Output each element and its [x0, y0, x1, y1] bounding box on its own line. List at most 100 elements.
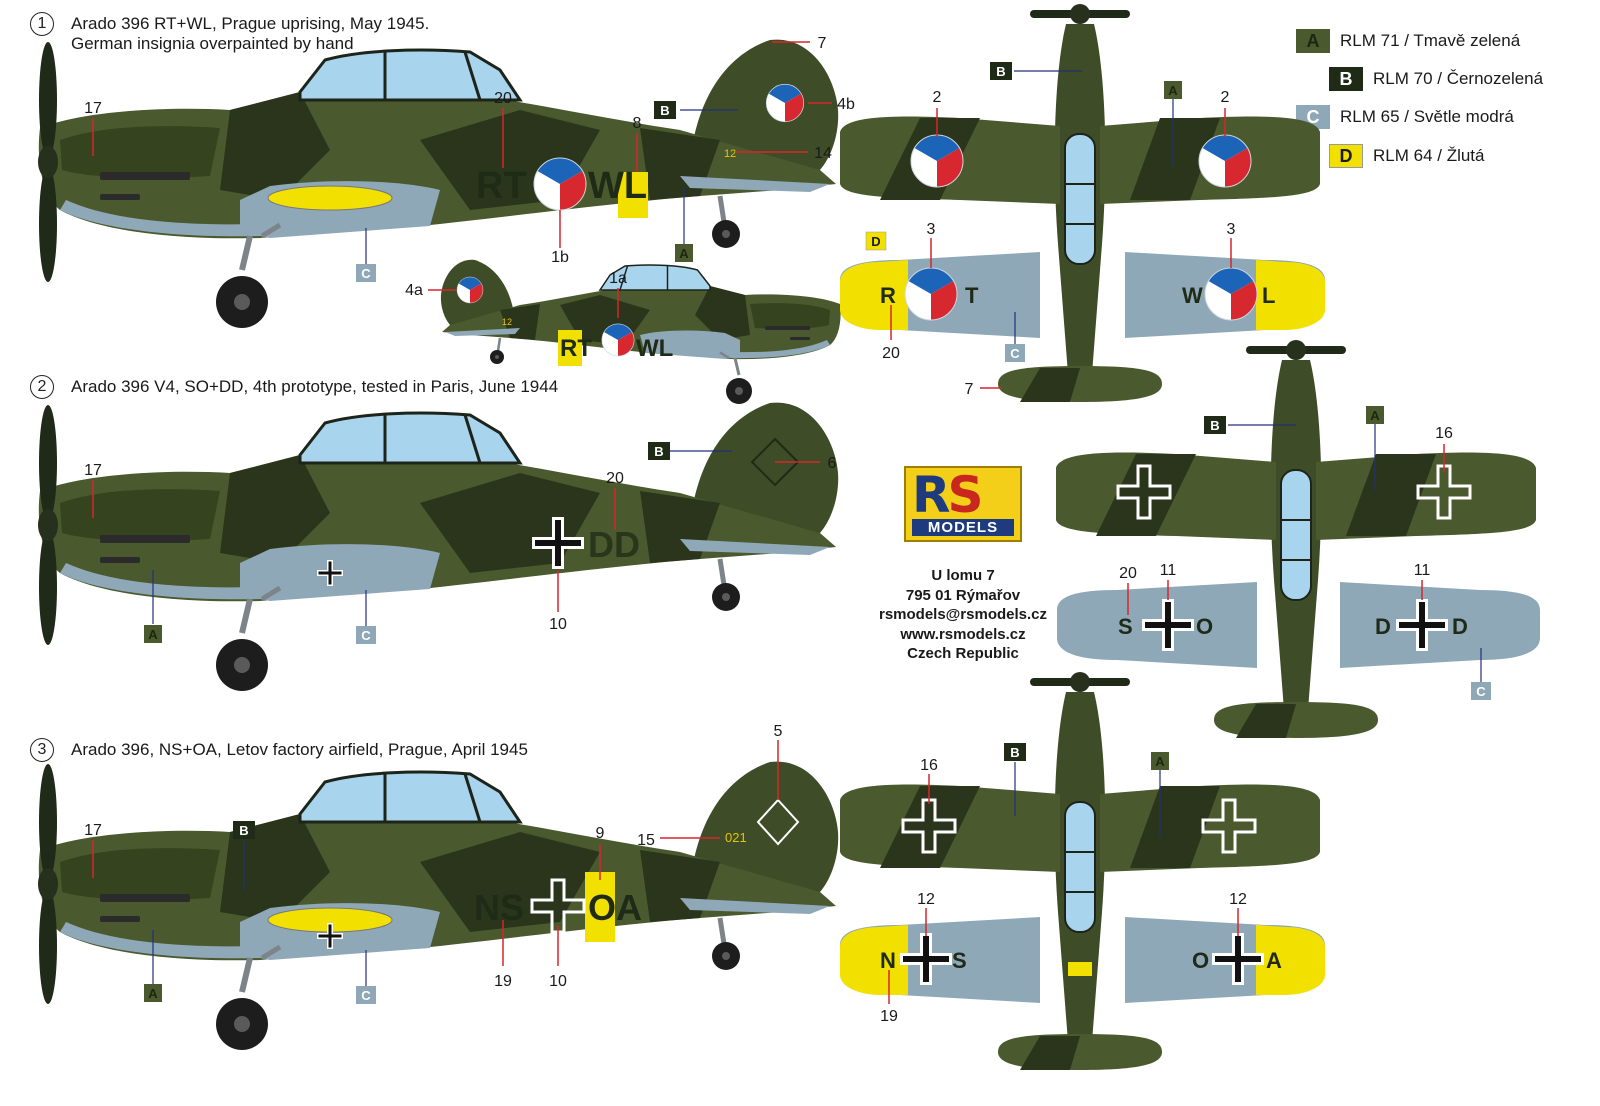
under-code-s2: S: [952, 948, 967, 973]
code-oa: OA: [588, 887, 642, 928]
legend-a-label: RLM 71 / Tmavě zelená: [1340, 31, 1521, 50]
box-c-2: C: [1010, 346, 1020, 361]
callout-3-b: 3: [1227, 221, 1236, 238]
callout-5: 5: [774, 723, 783, 740]
under-code-o: O: [1196, 614, 1213, 639]
under-code-n: N: [880, 948, 896, 973]
callout-12-b: 12: [1229, 891, 1247, 908]
address-web: www.rsmodels.cz: [900, 625, 1026, 643]
box-a-3: A: [148, 627, 158, 642]
under-code-a: A: [1266, 948, 1282, 973]
code-wl: WL: [588, 165, 647, 207]
callout-16-a: 16: [1435, 425, 1453, 442]
box-c-1: C: [361, 266, 371, 281]
callout-15: 15: [637, 832, 655, 849]
under-code-r: R: [880, 283, 896, 308]
callout-numbers: 17 20 8 7 4b 14 1b 4a 1a 2 2 3 3 20 7 17…: [84, 35, 1453, 1025]
box-d-1: D: [871, 234, 880, 249]
scheme-3-title: Arado 396, NS+OA, Letov factory airfield…: [71, 740, 528, 759]
legend-b-label: RLM 70 / Černozelená: [1373, 69, 1544, 88]
callout-4a: 4a: [405, 282, 423, 299]
callout-2-b: 2: [1221, 89, 1230, 106]
code-so: SO: [476, 524, 528, 565]
box-a-1: A: [679, 246, 689, 261]
legend-d-label: RLM 64 / Žlutá: [1373, 146, 1485, 165]
scheme-2-side-view: SO DD: [38, 403, 838, 691]
box-c-4: C: [1476, 684, 1486, 699]
scheme-1-top-view: [839, 3, 1321, 403]
callout-16-b: 16: [920, 757, 938, 774]
callout-12-a: 12: [917, 891, 935, 908]
callout-7-b: 7: [965, 381, 974, 398]
address-city: 795 01 Rýmařov: [905, 586, 1021, 604]
under-code-t: T: [965, 283, 979, 308]
rs-models-logo: RS MODELS: [904, 466, 1022, 542]
callout-14: 14: [814, 145, 832, 162]
under-code-o2: O: [1192, 948, 1209, 973]
inset-tail-12: 12: [502, 317, 512, 327]
legend-b-swatch: B: [1329, 67, 1363, 91]
callout-10-b: 10: [549, 973, 567, 990]
callout-17-c: 17: [84, 822, 102, 839]
code-dd: DD: [588, 524, 640, 565]
callout-19-a: 19: [494, 973, 512, 990]
scheme-1-underside: R T W L: [840, 252, 1325, 338]
box-b-4: B: [1210, 418, 1219, 433]
address-email: rsmodels@rsmodels.cz: [878, 606, 1048, 623]
under-code-s: S: [1118, 614, 1133, 639]
box-b-5: B: [239, 823, 248, 838]
company-address: U lomu 7 795 01 Rýmařov rsmodels@rsmodel…: [848, 566, 1078, 664]
callout-4b: 4b: [837, 96, 855, 113]
callout-8: 8: [633, 115, 642, 132]
address-country: Czech Republic: [907, 645, 1019, 662]
inset-code-rt: RT: [560, 335, 592, 362]
box-a-6: A: [1155, 754, 1165, 769]
scheme-3-underside: N S O A: [840, 917, 1325, 1003]
code-ns: NS: [474, 887, 524, 928]
box-a-4: A: [1370, 408, 1380, 423]
scheme-2-title: Arado 396 V4, SO+DD, 4th prototype, test…: [71, 377, 559, 396]
callout-1a: 1a: [609, 270, 627, 287]
code-rt: RT: [476, 165, 527, 207]
box-b-3: B: [654, 444, 663, 459]
callout-20-a: 20: [494, 90, 512, 107]
under-code-w: W: [1182, 283, 1203, 308]
scheme-number-2: 2: [30, 375, 54, 399]
callout-2-a: 2: [933, 89, 942, 106]
box-a-2: A: [1168, 83, 1178, 98]
callout-6: 6: [828, 455, 837, 472]
callout-17-a: 17: [84, 100, 102, 117]
paint-leader-lines: [152, 70, 1482, 986]
scheme-3-top-view: [839, 671, 1321, 1071]
box-b-2: B: [996, 64, 1005, 79]
callout-7-a: 7: [818, 35, 827, 52]
decal-leader-lines: [92, 41, 1445, 1004]
address-street: U lomu 7: [931, 567, 995, 584]
legend-a: A RLM 71 / Tmavě zelená: [1296, 29, 1520, 53]
scheme-number-1: 1: [30, 12, 54, 36]
legend-c-label: RLM 65 / Světle modrá: [1340, 107, 1514, 126]
box-b-1: B: [660, 103, 669, 118]
callout-20-d: 20: [1119, 565, 1137, 582]
legend-b: B RLM 70 / Černozelená: [1329, 67, 1543, 91]
legend-d: D RLM 64 / Žlutá: [1329, 144, 1485, 168]
callout-10-a: 10: [549, 616, 567, 633]
paint-letter-boxes: B A C B A D C B A C B A C B A C B A: [144, 62, 1491, 1004]
under-code-l: L: [1262, 283, 1275, 308]
callout-3-a: 3: [927, 221, 936, 238]
legend-d-swatch: D: [1329, 144, 1363, 168]
callout-20-c: 20: [606, 470, 624, 487]
under-code-d1: D: [1375, 614, 1391, 639]
scheme-1-inset-markings: RT WL 12: [456, 276, 673, 366]
under-code-d2: D: [1452, 614, 1468, 639]
callout-1b: 1b: [551, 249, 569, 266]
scheme-number-3: 3: [30, 738, 54, 762]
scheme-1-line2: German insignia overpainted by hand: [71, 34, 354, 53]
scheme-1-line1: Arado 396 RT+WL, Prague uprising, May 19…: [71, 14, 430, 33]
box-c-5: C: [361, 988, 371, 1003]
callout-11-a: 11: [1160, 562, 1177, 579]
callout-9: 9: [596, 825, 605, 842]
callout-19-b: 19: [880, 1008, 898, 1025]
